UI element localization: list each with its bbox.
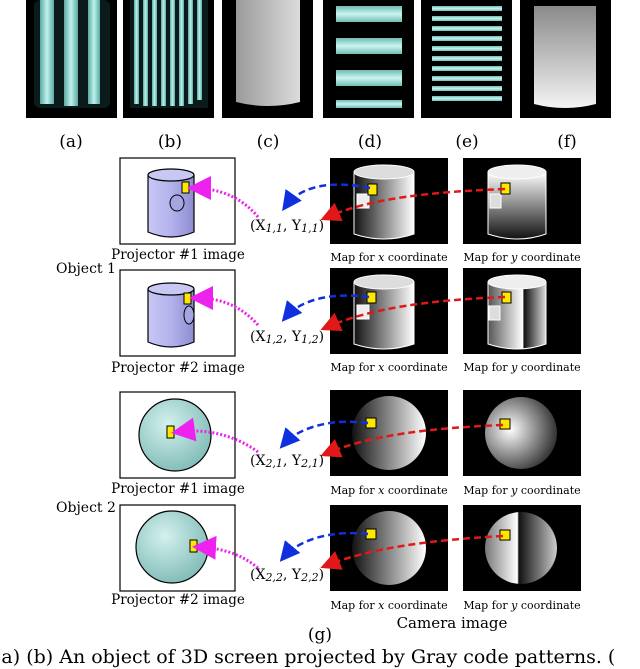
map-x-object-1-row-2 <box>330 268 448 354</box>
marker-projector-1-row-3 <box>166 425 175 439</box>
pattern-image-e <box>421 0 512 118</box>
marker-projector-2-row-4 <box>189 539 198 553</box>
arrow-magenta-row-4 <box>192 535 259 570</box>
map-x-label-row-2: Map for x coordinate <box>330 361 447 374</box>
map-y-object-1-row-2 <box>463 268 581 354</box>
pattern-image-d <box>323 0 414 118</box>
coord-row-4: (X2,2, Y2,2) <box>250 567 324 584</box>
map-x-object-1-row-1 <box>330 158 448 244</box>
label-g: (g) <box>308 625 332 645</box>
map-x-label-row-1: Map for x coordinate <box>330 251 447 264</box>
projector-2-image-object-1 <box>119 269 236 357</box>
label-e: (e) <box>455 132 478 152</box>
projector-1-label-row-1: Projector #1 image <box>111 247 245 263</box>
map-y-label-row-3: Map for y coordinate <box>463 484 580 497</box>
arrow-blue-row-4 <box>279 531 369 562</box>
coord-x-sub: 1,1 <box>265 222 283 235</box>
depth-image-f <box>520 0 611 118</box>
map-x-object-2-row-3 <box>330 390 448 476</box>
marker-projector-1-row-1 <box>181 181 190 194</box>
marker-map-x-row-1 <box>367 183 378 196</box>
map-x-label-row-3: Map for x coordinate <box>330 484 447 497</box>
map-y-label-row-1: Map for y coordinate <box>463 251 580 264</box>
coord-y-sub: 1,1 <box>301 222 319 235</box>
coord-row-1: (X1,1, Y1,1) <box>250 218 324 235</box>
coord-x-letter: X <box>255 218 265 234</box>
arrow-magenta-row-2 <box>189 286 260 327</box>
map-y-label-row-2: Map for y coordinate <box>463 361 580 374</box>
map-y-object-1-row-1 <box>463 158 581 244</box>
map-x-label-row-4: Map for x coordinate <box>330 599 447 612</box>
marker-projector-2-row-2 <box>183 292 192 305</box>
projector-1-image-object-1 <box>119 157 236 245</box>
coord-y-letter: Y <box>291 218 302 234</box>
coord-row-3: (X2,1, Y2,1) <box>250 453 324 470</box>
pattern-image-a <box>26 0 117 118</box>
arrow-blue-row-1 <box>282 183 371 212</box>
object-2-label: Object 2 <box>56 500 116 516</box>
label-f: (f) <box>557 132 577 152</box>
arrow-magenta-row-3 <box>171 417 259 454</box>
label-d: (d) <box>358 132 382 152</box>
camera-image-label: Camera image <box>397 614 508 632</box>
object-1-label: Object 1 <box>56 261 116 277</box>
arrow-red-row-4 <box>320 534 504 570</box>
pattern-image-b <box>123 0 214 118</box>
caption: (a) (b) An object of 3D screen projected… <box>0 644 640 669</box>
label-c: (c) <box>257 132 280 152</box>
arrow-red-row-3 <box>320 423 504 458</box>
projector-2-label-row-4: Projector #2 image <box>111 592 245 608</box>
label-a: (a) <box>59 132 82 152</box>
depth-image-c <box>222 0 313 118</box>
projector-2-label-row-2: Projector #2 image <box>111 360 245 376</box>
arrow-blue-row-3 <box>279 420 369 449</box>
arrow-red-row-1 <box>320 187 506 222</box>
arrow-blue-row-2 <box>281 294 370 322</box>
label-b: (b) <box>158 132 182 152</box>
coord-row-2: (X1,2, Y1,2) <box>250 329 324 346</box>
map-y-object-2-row-4 <box>463 505 581 591</box>
map-y-object-2-row-3 <box>463 390 581 476</box>
map-y-label-row-4: Map for y coordinate <box>463 599 580 612</box>
projector-1-label-row-3: Projector #1 image <box>111 481 245 497</box>
caption-text: (a) (b) An object of 3D screen projected… <box>0 646 616 668</box>
arrow-red-row-2 <box>320 295 506 332</box>
